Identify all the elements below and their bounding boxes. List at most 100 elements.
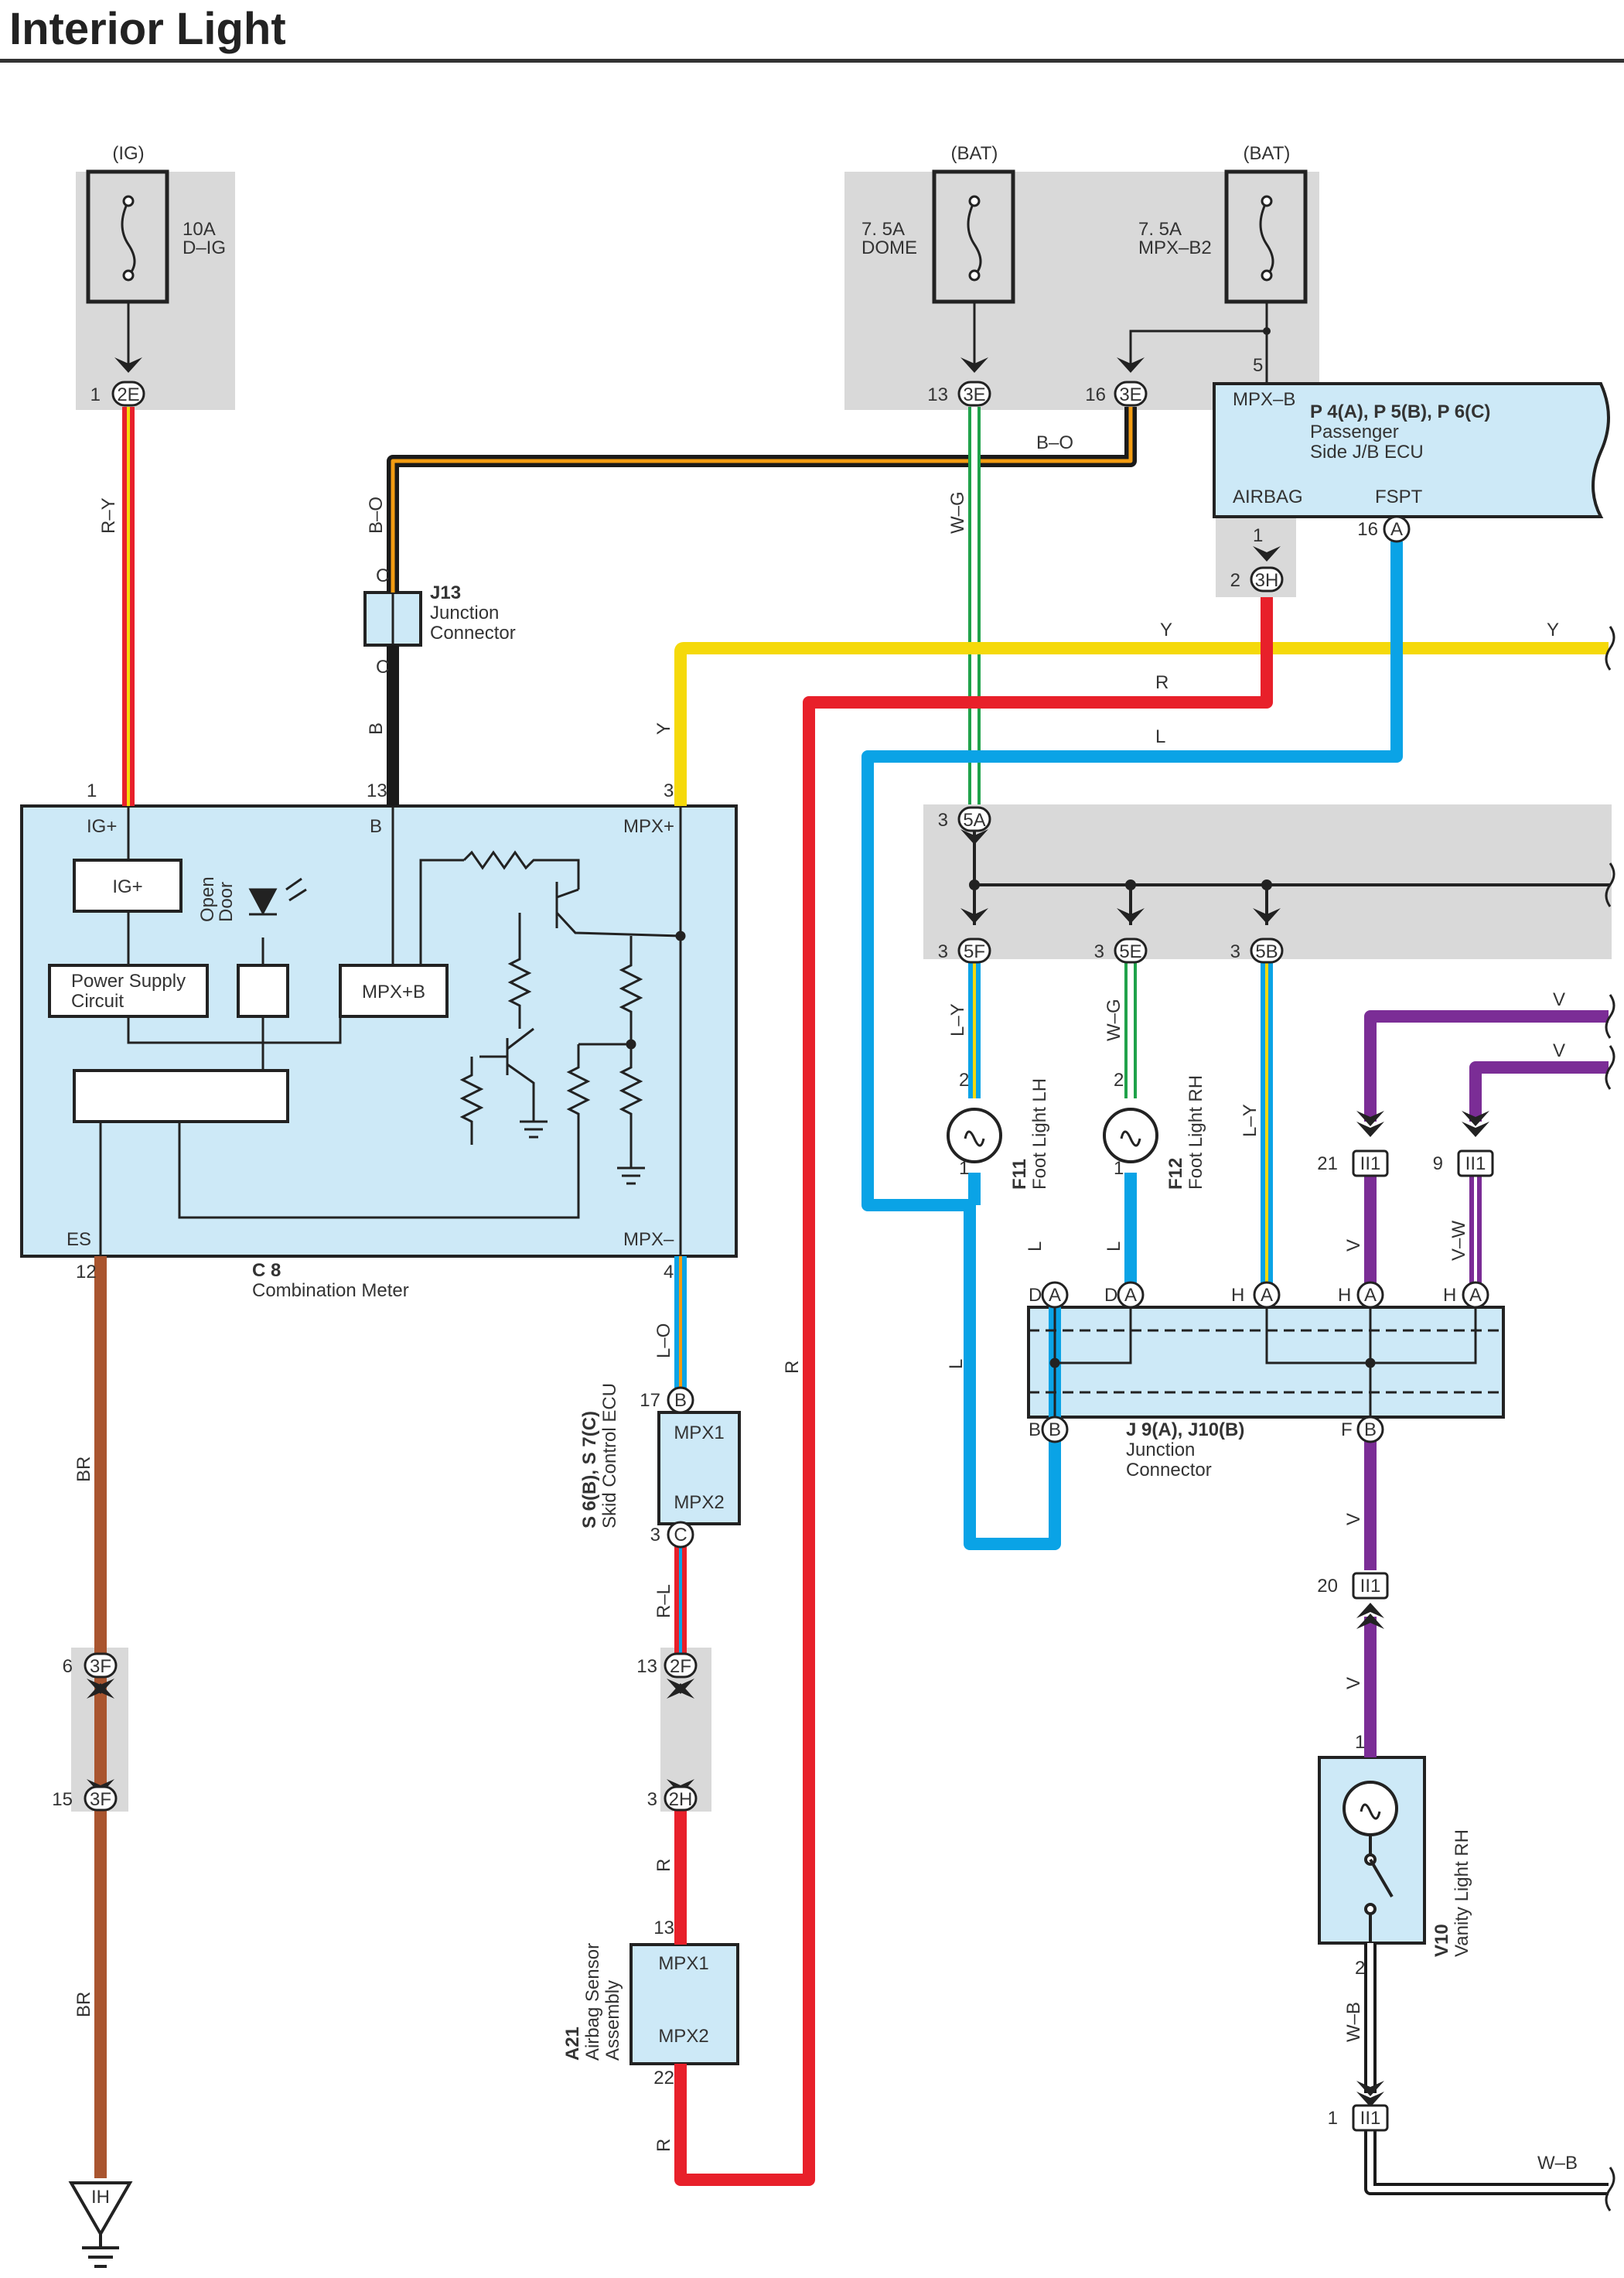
wire-label-y2: Y	[1160, 620, 1172, 640]
wire-label-br2: BR	[73, 1992, 94, 2017]
wire-label-l2: L	[1025, 1241, 1046, 1252]
wire-label-wb1: W–B	[1343, 2002, 1364, 2042]
j13-code: J13	[430, 582, 461, 603]
j13-pin-bottom: C	[376, 657, 389, 678]
jb-ecu-name2: Side J/B ECU	[1310, 442, 1424, 463]
airbag-mpx1: MPX1	[658, 1953, 708, 1974]
jb-ecu-fspt: FSPT	[1375, 487, 1423, 507]
meter-code: C 8	[252, 1260, 281, 1281]
j13-name1: Junction	[430, 603, 499, 623]
meter-es: ES	[67, 1229, 91, 1250]
ii1-d-label: II1	[1360, 2108, 1381, 2129]
wire-label-v1: V	[1553, 989, 1565, 1010]
ii1-a-pin: 21	[1317, 1153, 1338, 1174]
joint5-p5f: 3	[938, 941, 948, 962]
ii1-c-pin: 20	[1317, 1576, 1338, 1597]
j9-name1: Junction	[1126, 1440, 1195, 1460]
lamps	[947, 1108, 1398, 1943]
j9-pin-top-4: H	[1443, 1285, 1456, 1306]
jb-ecu-box	[1213, 382, 1610, 518]
wire-breaks	[1605, 626, 1615, 2211]
f12-pin-top: 2	[1114, 1070, 1124, 1091]
ii1-c-label: II1	[1360, 1576, 1381, 1597]
wire-label-ly2: L–Y	[1240, 1104, 1261, 1137]
meter-b: B	[370, 816, 382, 837]
j9-pin-b: B	[1029, 1419, 1041, 1440]
airbag-pin13: 13	[653, 1918, 674, 1938]
meter-pin-mpxp: 3	[664, 780, 674, 801]
wire-label-r3: R	[653, 2139, 674, 2152]
meter-name: Combination Meter	[252, 1280, 409, 1301]
f11-pin-top: 2	[959, 1070, 969, 1091]
wire-label-wg1: W–G	[947, 491, 968, 534]
fuse-dig-source: (IG)	[112, 143, 144, 164]
j9-conn-top-1: A	[1124, 1285, 1137, 1306]
skid-conn-b: B	[674, 1390, 687, 1411]
inline-a-bot-pin: 15	[52, 1789, 73, 1810]
ii1-b-label: II1	[1465, 1153, 1486, 1174]
meter-psc2: Circuit	[71, 991, 124, 1012]
shade-bat-fuses	[844, 172, 1319, 410]
j9-pin-f: F	[1341, 1419, 1353, 1440]
airbag-code: A21	[562, 2027, 583, 2061]
j9-internals	[1029, 1307, 1503, 1417]
fuse-dig-amp: 10A	[183, 219, 216, 240]
jb-ecu-fspt-conn: A	[1390, 519, 1403, 540]
f11-pin-bottom: 1	[959, 1158, 969, 1179]
inline-b-top-pin: 13	[636, 1656, 657, 1677]
fuse-mpxb2-source: (BAT)	[1244, 143, 1291, 164]
jb-ecu-airbag: AIRBAG	[1233, 487, 1303, 507]
meter-psc1: Power Supply	[71, 971, 186, 992]
j13-name2: Connector	[430, 623, 516, 644]
wire-label-v5: V	[1343, 1677, 1364, 1689]
j9-name2: Connector	[1126, 1460, 1212, 1481]
wire-r-loop	[674, 597, 1273, 2186]
fuse-dome-source: (BAT)	[951, 143, 998, 164]
joint5-p5a: 3	[938, 810, 948, 831]
f11-code: F11	[1009, 1159, 1030, 1190]
skid-mpx2: MPX2	[674, 1492, 724, 1513]
fuse-mpxb2-name: MPX–B2	[1138, 237, 1212, 258]
skid-conn-c: C	[674, 1525, 687, 1545]
j9-pin-top-2: H	[1231, 1285, 1244, 1306]
wire-label-l3: L	[1104, 1241, 1124, 1252]
j9-conn-f: B	[1364, 1419, 1377, 1440]
wire-label-l4: L	[946, 1359, 967, 1369]
v10-name: Vanity Light RH	[1452, 1829, 1472, 1957]
skid-code: S 6(B), S 7(C)	[579, 1411, 600, 1528]
wire-label-bo1: B–O	[1036, 432, 1073, 453]
joint5-c5e: 5E	[1119, 941, 1141, 962]
wire-label-bo2: B–O	[366, 497, 387, 534]
lamp-v10	[1343, 1781, 1398, 1836]
inline-a-top: 3F	[90, 1656, 111, 1677]
title-rule	[0, 59, 1624, 63]
j9-conn-top-0: A	[1049, 1285, 1061, 1306]
j9-pin-top-1: D	[1104, 1285, 1117, 1306]
jb-ecu-pin-fspt: 16	[1357, 519, 1378, 540]
wire-label-br1: BR	[73, 1457, 94, 1482]
joint5-c5b: 5B	[1255, 941, 1278, 962]
j13-pin-top: C	[376, 565, 389, 586]
wire-label-ly1: L–Y	[947, 1003, 968, 1037]
wire-label-l1: L	[1155, 726, 1165, 747]
wire-label-lo: L–O	[653, 1323, 674, 1358]
j9-conn-top-4: A	[1469, 1285, 1482, 1306]
j9-conn-b: B	[1049, 1419, 1061, 1440]
inline-a-top-pin: 6	[63, 1656, 73, 1677]
ground-symbol	[68, 2181, 133, 2268]
page-title: Interior Light	[9, 4, 286, 54]
wire-l-loop	[861, 541, 1403, 1550]
ii1-b-pin: 9	[1433, 1153, 1443, 1174]
meter-pin-mpxm: 4	[664, 1262, 674, 1282]
wire-v1	[1364, 1010, 1609, 1122]
j9-pin-top-0: D	[1029, 1285, 1042, 1306]
meter-mpxb: MPX+B	[362, 982, 425, 1002]
fuse-mpxb2-pinout: 5	[1253, 355, 1263, 376]
wire-label-y3: Y	[1547, 620, 1559, 640]
connector-arrows	[87, 357, 1489, 2107]
skid-mpx1: MPX1	[674, 1422, 724, 1443]
fuse-dome-amp: 7. 5A	[861, 219, 905, 240]
j9-conn-top-2: A	[1261, 1285, 1273, 1306]
connector-pills	[84, 381, 1494, 2132]
wire-v2	[1469, 1061, 1609, 1122]
